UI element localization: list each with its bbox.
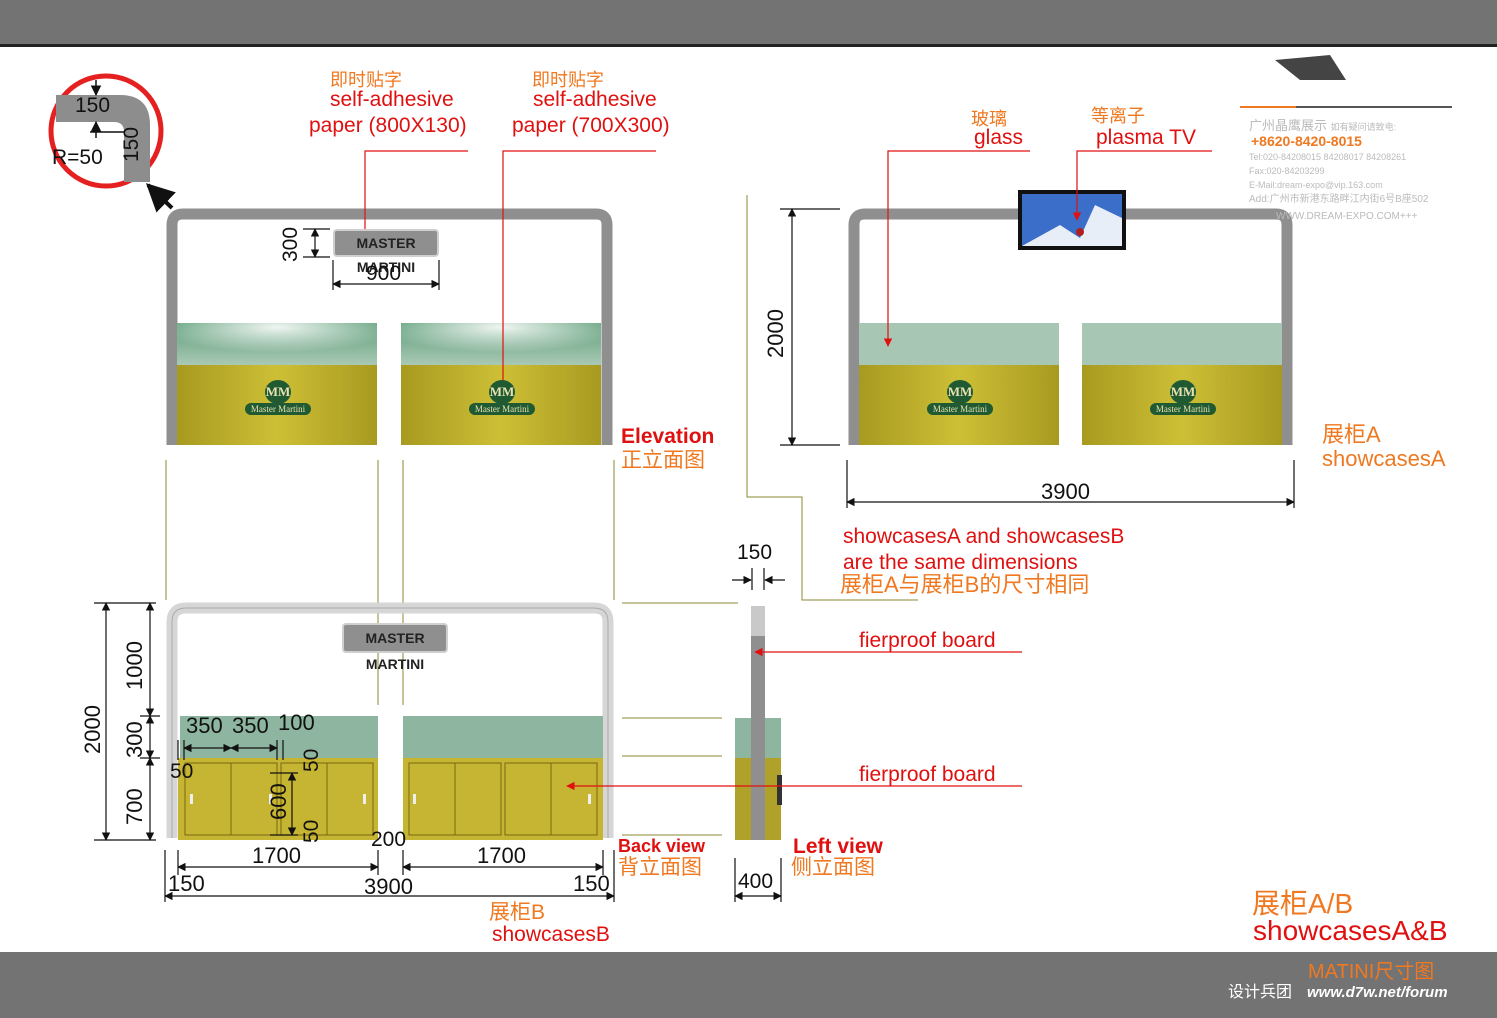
dim-150-a: 150 bbox=[168, 871, 205, 896]
glass-label: glass bbox=[974, 126, 1024, 149]
paper2-en1: self-adhesive bbox=[533, 88, 657, 111]
showcase-b-label: showcasesB bbox=[492, 923, 610, 946]
sheet-title-cn: 展柜A/B bbox=[1252, 888, 1354, 919]
left-view-label-cn: 侧立面图 bbox=[791, 856, 875, 879]
dim-3900-b: 3900 bbox=[364, 874, 413, 899]
dim-150-b: 150 bbox=[573, 871, 610, 896]
sheet-title: showcasesA&B bbox=[1253, 915, 1448, 946]
company-tel: Tel:020-84208015 84208017 84208261 bbox=[1249, 152, 1407, 162]
dim-100: 100 bbox=[278, 710, 315, 735]
dim-1700-a: 1700 bbox=[252, 843, 301, 868]
company-phone: +8620-8420-8015 bbox=[1251, 133, 1362, 149]
elevation-label: Elevation bbox=[621, 425, 715, 448]
back-view-label: Back view bbox=[618, 836, 706, 856]
back-name-plate: MASTER MARTINI bbox=[342, 623, 448, 672]
fireproof-label-1: fierproof board bbox=[859, 629, 996, 652]
detail-dim-top: 150 bbox=[75, 94, 111, 117]
dim-200: 200 bbox=[371, 828, 407, 851]
dim-side-depth: 400 bbox=[738, 870, 774, 893]
company-logo-mark bbox=[1240, 55, 1452, 108]
dim-50-a: 50 bbox=[170, 760, 194, 783]
dim-b-glass: 300 bbox=[122, 721, 147, 758]
elevation-label-cn: 正立面图 bbox=[621, 449, 705, 472]
showcase-a-label-cn: 展柜A bbox=[1322, 422, 1381, 447]
dim-350-b: 350 bbox=[232, 713, 269, 738]
dim-a-width: 3900 bbox=[1041, 479, 1090, 504]
top-divider bbox=[0, 44, 1497, 47]
dim-50-b: 50 bbox=[300, 748, 323, 772]
company-web: WWW.DREAM-EXPO.COM+++ bbox=[1276, 211, 1418, 222]
elevation-name-plate: MASTER MARTINI bbox=[333, 229, 439, 275]
paper2-en2: paper (700X300) bbox=[512, 114, 670, 137]
dim-a-height: 2000 bbox=[763, 309, 788, 358]
paper1-en2: paper (800X130) bbox=[309, 114, 467, 137]
paper1-cn: 即时贴字 bbox=[330, 70, 402, 90]
company-address: Add:广州市新港东路畔江内街6号B座502 bbox=[1249, 194, 1429, 205]
footer-site-cn: 设计兵团 bbox=[1228, 984, 1293, 1001]
footer-site-url: www.d7w.net/forum bbox=[1307, 984, 1448, 1001]
footer-title: MATINI尺寸图 bbox=[1308, 961, 1435, 983]
dim-b-upper: 1000 bbox=[122, 641, 147, 690]
tv-label: plasma TV bbox=[1096, 126, 1196, 149]
top-band bbox=[0, 0, 1497, 44]
paper1-en1: self-adhesive bbox=[330, 88, 454, 111]
left-view bbox=[735, 606, 782, 840]
company-fax: Fax:020-84203299 bbox=[1249, 166, 1325, 176]
dim-50-c: 50 bbox=[300, 819, 323, 843]
corner-detail-circle bbox=[48, 73, 176, 213]
same-note-cn: 展柜A与展柜B的尺寸相同 bbox=[840, 572, 1090, 597]
dim-plate-height: 300 bbox=[279, 226, 302, 262]
dim-1700-b: 1700 bbox=[477, 843, 526, 868]
same-note-2: are the same dimensions bbox=[843, 551, 1078, 574]
showcase-b-label-cn: 展柜B bbox=[489, 901, 546, 924]
bottom-band bbox=[0, 952, 1497, 1018]
dim-b-cabinet: 700 bbox=[122, 788, 147, 825]
same-note-1: showcasesA and showcasesB bbox=[843, 525, 1125, 548]
fireproof-label-2: fierproof board bbox=[859, 763, 996, 786]
detail-radius: R=50 bbox=[52, 146, 103, 169]
dim-side-top: 150 bbox=[737, 541, 773, 564]
company-email: E-Mail:dream-expo@vip.163.com bbox=[1249, 180, 1383, 190]
paper2-cn: 即时贴字 bbox=[532, 70, 604, 90]
tv-label-cn: 等离子 bbox=[1091, 106, 1145, 126]
dim-350-a: 350 bbox=[186, 713, 223, 738]
company-name: 广州晶鹰展示 如有疑问请致电: bbox=[1249, 118, 1397, 133]
glass-label-cn: 玻璃 bbox=[971, 109, 1007, 129]
dim-600: 600 bbox=[266, 783, 291, 820]
back-view-label-cn: 背立面图 bbox=[618, 856, 702, 879]
detail-dim-side: 150 bbox=[120, 126, 143, 162]
left-view-label: Left view bbox=[793, 835, 883, 858]
dim-plate-width: 900 bbox=[366, 262, 402, 285]
back-view-frame bbox=[166, 602, 614, 840]
dim-b-height: 2000 bbox=[80, 705, 105, 754]
showcase-a-label: showcasesA bbox=[1322, 446, 1446, 471]
